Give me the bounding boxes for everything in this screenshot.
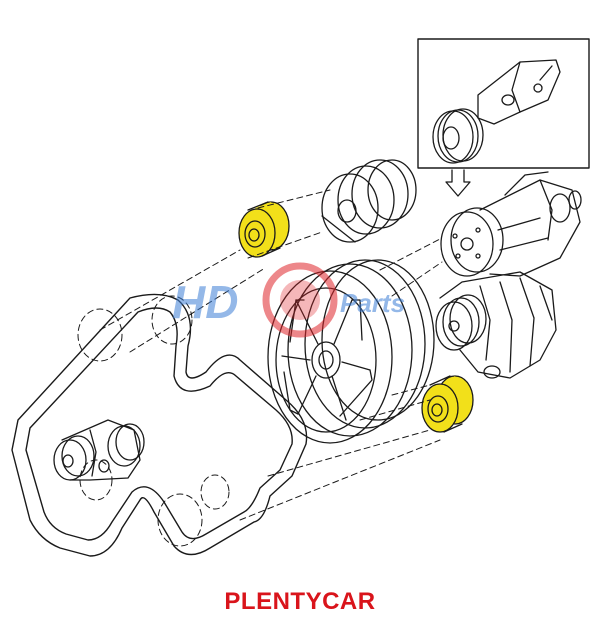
idler-pulley-lower bbox=[421, 375, 474, 433]
watermark-emblem bbox=[262, 262, 338, 338]
crank-upper-pulley bbox=[321, 159, 417, 243]
watermark-brand-right: Parts bbox=[340, 288, 405, 318]
watermark: HD Parts bbox=[172, 262, 405, 338]
belt-tensioner bbox=[53, 419, 145, 481]
crankshaft-pulley bbox=[267, 259, 435, 444]
inset-pulley bbox=[432, 108, 484, 164]
inset-bracket bbox=[477, 59, 561, 125]
inset-detail bbox=[417, 38, 590, 197]
caption-brand: PLENTYCAR bbox=[224, 588, 376, 615]
tensioner-pulley-upper bbox=[238, 201, 290, 258]
serpentine-belt bbox=[11, 293, 308, 557]
down-arrow bbox=[445, 169, 471, 197]
alternator bbox=[435, 271, 557, 379]
dashed-guides bbox=[77, 189, 443, 547]
watermark-brand-left: HD bbox=[172, 276, 238, 328]
ac-compressor bbox=[440, 171, 582, 277]
